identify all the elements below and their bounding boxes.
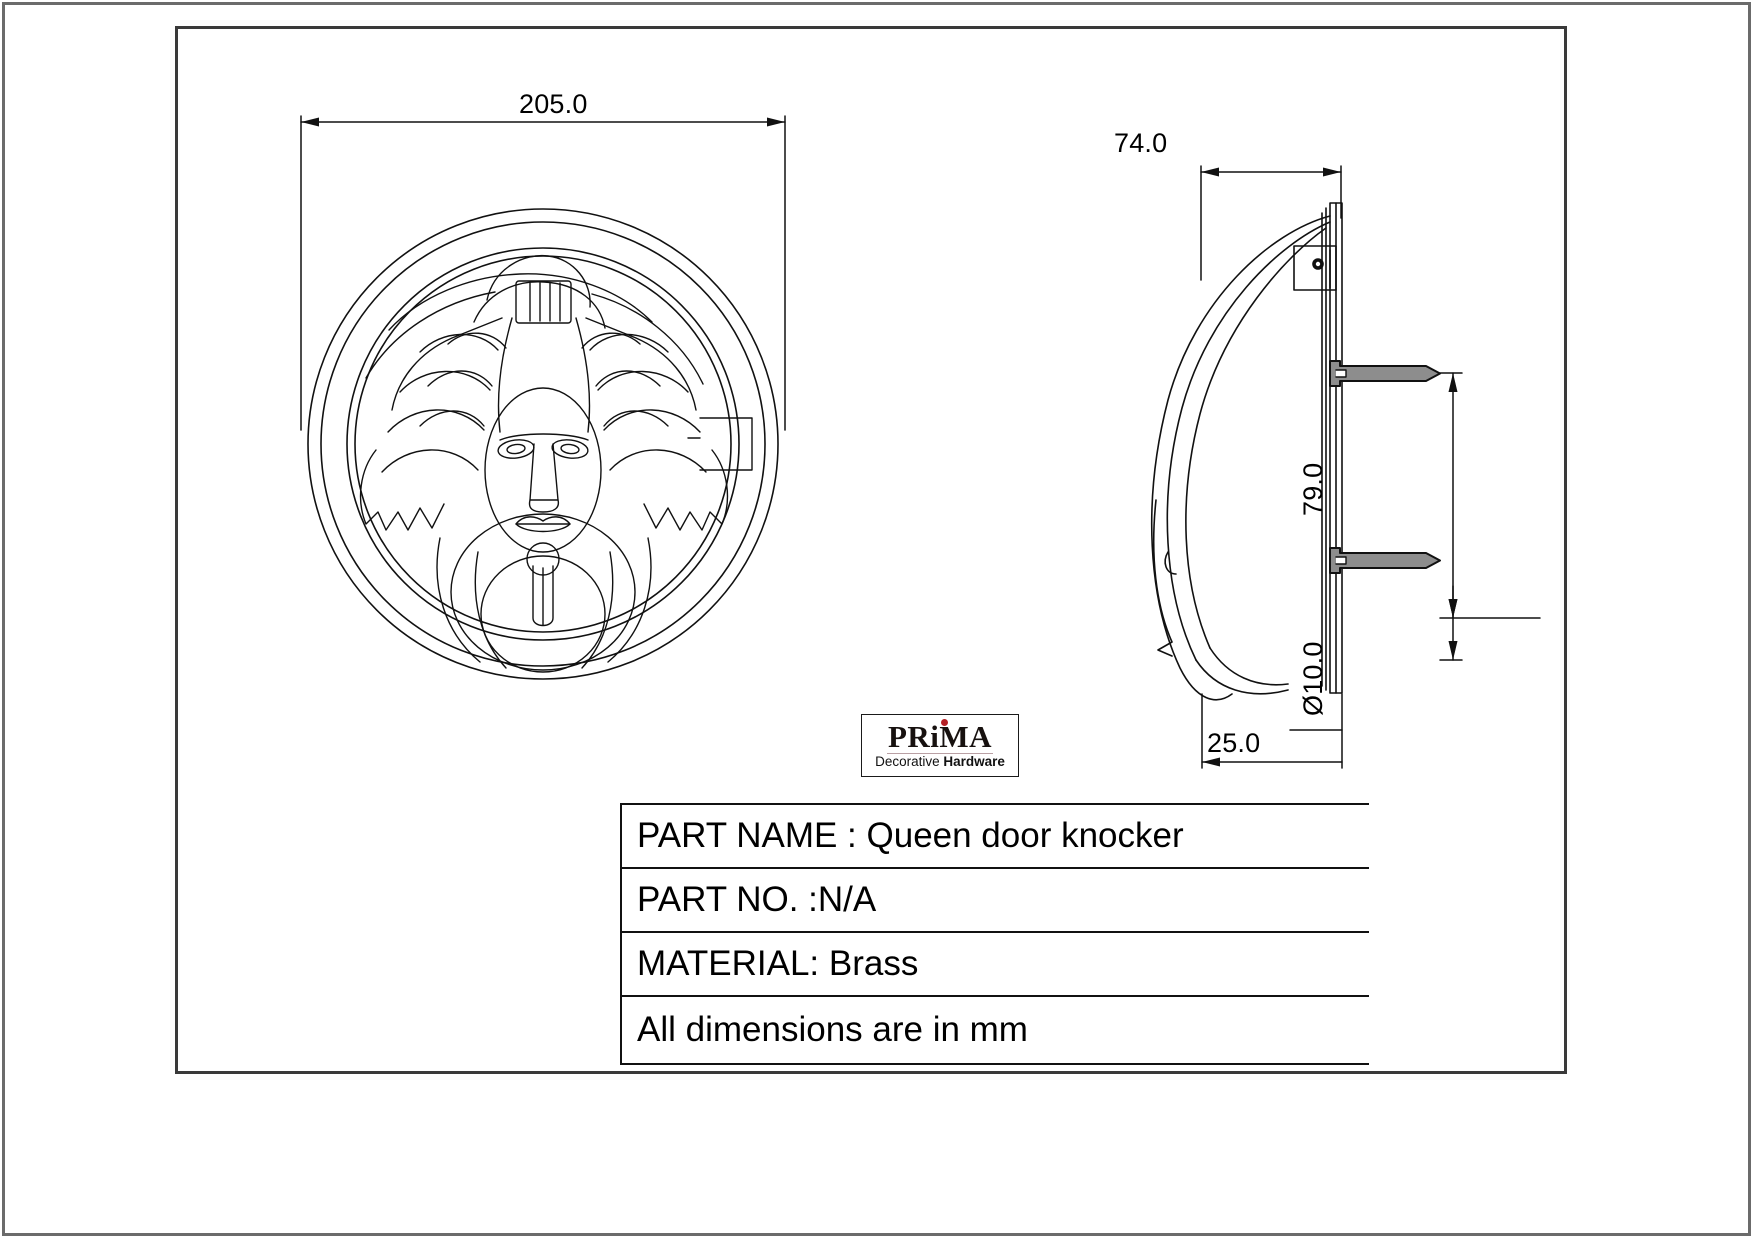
dimension-label-overall-width: 205.0 xyxy=(519,89,588,119)
prima-logo-dot-icon xyxy=(940,718,948,726)
units-note-label: All dimensions are in mm xyxy=(637,1010,1028,1049)
dimension-screw-spacing xyxy=(1439,372,1541,619)
prima-logo-tagline-bold: Hardware xyxy=(943,754,1005,770)
prima-logo-tagline: Decorative Hardware xyxy=(875,754,1005,770)
title-block-row-part-no: PART NO. :N/A xyxy=(620,867,1369,931)
dimension-hole-diameter xyxy=(1439,585,1463,661)
dimension-label-depth: 74.0 xyxy=(1114,128,1168,158)
front-view-mask-relief xyxy=(359,254,753,673)
dimension-overall-width xyxy=(300,115,786,431)
dimension-label-bottom-offset: 25.0 xyxy=(1207,728,1261,758)
mounting-screw-upper xyxy=(1329,360,1441,387)
dimension-depth xyxy=(1200,165,1342,281)
side-view-body xyxy=(1150,202,1343,701)
title-block: PART NAME : Queen door knocker PART NO. … xyxy=(620,803,1369,1065)
dimension-label-hole-diameter: Ø10.0 xyxy=(1298,641,1328,716)
title-block-row-material: MATERIAL: Brass xyxy=(620,931,1369,995)
dimension-label-screw-spacing: 79.0 xyxy=(1298,462,1328,516)
dimension-bottom-offset xyxy=(1201,693,1343,769)
prima-logo: PRiMA Decorative Hardware xyxy=(861,714,1019,777)
prima-logo-tagline-regular: Decorative xyxy=(875,754,944,770)
part-no-label: PART NO. :N/A xyxy=(637,880,877,919)
part-name-label: PART NAME : Queen door knocker xyxy=(637,816,1184,855)
title-block-row-units: All dimensions are in mm xyxy=(620,995,1369,1065)
prima-logo-rule xyxy=(887,752,993,755)
title-block-row-part-name: PART NAME : Queen door knocker xyxy=(620,803,1369,867)
title-block-left-rule xyxy=(620,803,622,1065)
front-view-plate xyxy=(307,208,779,680)
prima-logo-text: PRiMA xyxy=(887,718,993,754)
prima-logo-wordmark: PRiMA xyxy=(887,718,993,754)
mounting-screw-lower xyxy=(1329,547,1441,574)
material-label: MATERIAL: Brass xyxy=(637,944,919,983)
